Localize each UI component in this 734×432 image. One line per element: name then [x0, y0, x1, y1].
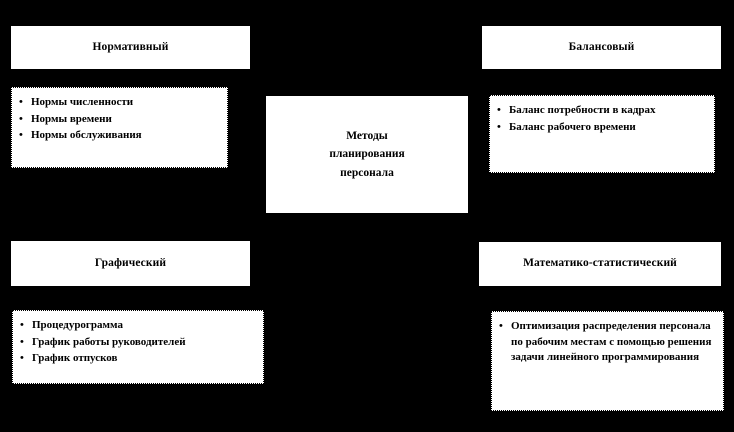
- list-item: • Оптимизация распределения персонала по…: [496, 319, 719, 366]
- list-item-label: Нормы времени: [31, 112, 112, 125]
- category-header-label: Математико-статистический: [523, 257, 677, 270]
- list-item-label: Нормы обслуживания: [31, 129, 142, 142]
- list-item-label: Нормы численности: [31, 96, 134, 108]
- bullet-list: • Нормы численности • Нормы времени • Но…: [16, 95, 223, 144]
- list-item: • Баланс потребности в кадрах: [494, 103, 710, 119]
- category-items-balansovy: • Баланс потребности в кадрах • Баланс р…: [489, 95, 715, 173]
- list-item: • График отпусков: [17, 351, 259, 367]
- list-item: • Процедурограмма: [17, 318, 259, 334]
- bullet-icon: •: [19, 96, 23, 108]
- list-item-label: Баланс потребности в кадрах: [509, 104, 656, 116]
- bullet-icon: •: [19, 112, 23, 125]
- bullet-list: • Процедурограмма • График работы руково…: [17, 318, 259, 367]
- list-item-label: Баланс рабочего времени: [509, 120, 636, 133]
- category-header-grafichesky: Графический: [10, 240, 251, 287]
- category-header-label: Графический: [94, 256, 167, 269]
- bullet-icon: •: [497, 120, 501, 133]
- category-header-label: Нормативный: [92, 40, 169, 53]
- bullet-list: • Баланс потребности в кадрах • Баланс р…: [494, 103, 710, 135]
- list-item-label: График работы руководителей: [32, 335, 186, 348]
- category-header-label: Балансовый: [568, 40, 635, 53]
- list-item: • Баланс рабочего времени: [494, 120, 710, 136]
- bullet-icon: •: [20, 335, 24, 348]
- list-item: • График работы руководителей: [17, 335, 259, 351]
- diagram-center-label: Методы планирования персонала: [329, 129, 405, 179]
- category-header-balansovy: Балансовый: [481, 25, 722, 70]
- list-item-label: Оптимизация распределения персонала по р…: [511, 320, 712, 364]
- bullet-icon: •: [20, 352, 24, 365]
- category-items-matematiko-statistichesky: • Оптимизация распределения персонала по…: [491, 311, 724, 411]
- bullet-icon: •: [497, 104, 501, 116]
- category-items-grafichesky: • Процедурограмма • График работы руково…: [12, 310, 264, 384]
- list-item-label: Процедурограмма: [32, 319, 123, 331]
- bullet-icon: •: [20, 319, 24, 331]
- list-item: • Нормы времени: [16, 112, 223, 128]
- bullet-list: • Оптимизация распределения персонала по…: [496, 319, 719, 366]
- list-item: • Нормы численности: [16, 95, 223, 111]
- category-items-normativny: • Нормы численности • Нормы времени • Но…: [11, 87, 228, 168]
- list-item: • Нормы обслуживания: [16, 128, 223, 144]
- category-header-normativny: Нормативный: [10, 25, 251, 70]
- diagram-center-node: Методы планирования персонала: [265, 95, 469, 214]
- category-header-matematiko-statistichesky: Математико-статистический: [478, 241, 722, 287]
- bullet-icon: •: [19, 129, 23, 142]
- bullet-icon: •: [499, 320, 503, 332]
- list-item-label: График отпусков: [32, 352, 118, 365]
